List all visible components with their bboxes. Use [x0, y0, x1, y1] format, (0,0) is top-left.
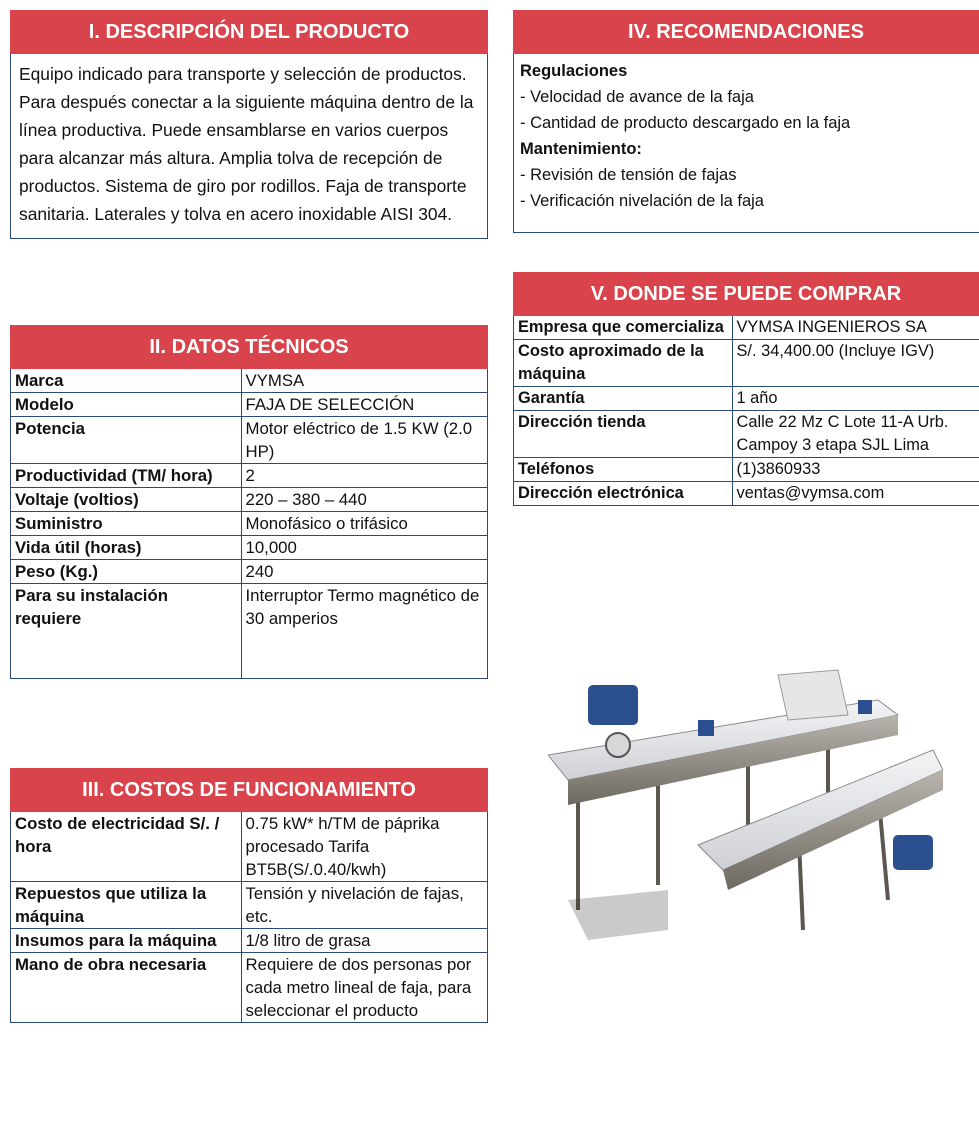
row-label: Para su instalación requiere	[11, 583, 241, 679]
row-label: Mano de obra necesaria	[11, 952, 241, 1023]
row-label: Costo aproximado de la máquina	[514, 339, 732, 387]
row-label: Marca	[11, 369, 241, 393]
row-value: Interruptor Termo magnético de 30 amperi…	[240, 583, 487, 679]
row-label: Repuestos que utiliza la máquina	[11, 881, 241, 929]
table-row: Voltaje (voltios)220 – 380 – 440	[11, 487, 487, 512]
section-title: V. DONDE SE PUEDE COMPRAR	[513, 272, 979, 316]
row-value: Motor eléctrico de 1.5 KW (2.0 HP)	[240, 416, 487, 464]
row-label: Suministro	[11, 511, 241, 536]
row-value: ventas@vymsa.com	[731, 481, 979, 506]
row-value: VYMSA INGENIEROS SA	[731, 316, 979, 340]
section-descripcion: I. DESCRIPCIÓN DEL PRODUCTO Equipo indic…	[10, 10, 488, 239]
product-description: Equipo indicado para transporte y selecc…	[10, 54, 488, 239]
section-donde-comprar: V. DONDE SE PUEDE COMPRAR Empresa que co…	[513, 272, 979, 506]
regulaciones-heading: Regulaciones	[520, 62, 628, 80]
recommendations-box: Regulaciones - Velocidad de avance de la…	[513, 54, 979, 233]
mantenimiento-heading: Mantenimiento:	[520, 140, 642, 158]
row-label: Voltaje (voltios)	[11, 487, 241, 512]
row-value: 10,000	[240, 535, 487, 560]
table-row: Teléfonos(1)3860933	[514, 457, 979, 482]
mantenimiento-item: - Revisión de tensión de fajas	[520, 166, 737, 184]
section-title: II. DATOS TÉCNICOS	[10, 325, 488, 369]
row-label: Peso (Kg.)	[11, 559, 241, 584]
regulaciones-item: - Velocidad de avance de la faja	[520, 88, 754, 106]
row-label: Garantía	[514, 386, 732, 411]
row-value: 1 año	[731, 386, 979, 411]
row-value: FAJA DE SELECCIÓN	[240, 392, 487, 417]
row-label: Dirección electrónica	[514, 481, 732, 506]
section-title: III. COSTOS DE FUNCIONAMIENTO	[10, 768, 488, 812]
row-value: Monofásico o trifásico	[240, 511, 487, 536]
table-row: Peso (Kg.)240	[11, 559, 487, 584]
row-value: 2	[240, 463, 487, 488]
row-label: Insumos para la máquina	[11, 928, 241, 953]
mantenimiento-item: - Verificación nivelación de la faja	[520, 192, 764, 210]
row-value: S/. 34,400.00 (Incluye IGV)	[731, 339, 979, 387]
row-value: (1)3860933	[731, 457, 979, 482]
conveyor-belt-machine-photo	[547, 660, 944, 960]
section-title: IV. RECOMENDACIONES	[513, 10, 979, 54]
row-value: VYMSA	[240, 369, 487, 393]
row-label: Vida útil (horas)	[11, 535, 241, 560]
section-costos: III. COSTOS DE FUNCIONAMIENTO Costo de e…	[10, 768, 488, 1023]
row-value: Tensión y nivelación de fajas, etc.	[240, 881, 487, 929]
section-recomendaciones: IV. RECOMENDACIONES Regulaciones - Veloc…	[513, 10, 979, 233]
table-row: Vida útil (horas)10,000	[11, 535, 487, 560]
row-label: Empresa que comercializa	[514, 316, 732, 340]
row-value: 0.75 kW* h/TM de páprika procesado Tarif…	[240, 812, 487, 882]
row-label: Costo de electricidad S/. / hora	[11, 812, 241, 882]
row-label: Dirección tienda	[514, 410, 732, 458]
section-title: I. DESCRIPCIÓN DEL PRODUCTO	[10, 10, 488, 54]
regulaciones-item: - Cantidad de producto descargado en la …	[520, 114, 851, 132]
row-value: Calle 22 Mz C Lote 11-A Urb. Campoy 3 et…	[731, 410, 979, 458]
row-value: Requiere de dos personas por cada metro …	[240, 952, 487, 1023]
row-value: 240	[240, 559, 487, 584]
row-value: 1/8 litro de grasa	[240, 928, 487, 953]
row-value: 220 – 380 – 440	[240, 487, 487, 512]
row-label: Productividad (TM/ hora)	[11, 463, 241, 488]
table-row: Productividad (TM/ hora)2	[11, 463, 487, 488]
row-label: Potencia	[11, 416, 241, 464]
row-label: Modelo	[11, 392, 241, 417]
row-label: Teléfonos	[514, 457, 732, 482]
